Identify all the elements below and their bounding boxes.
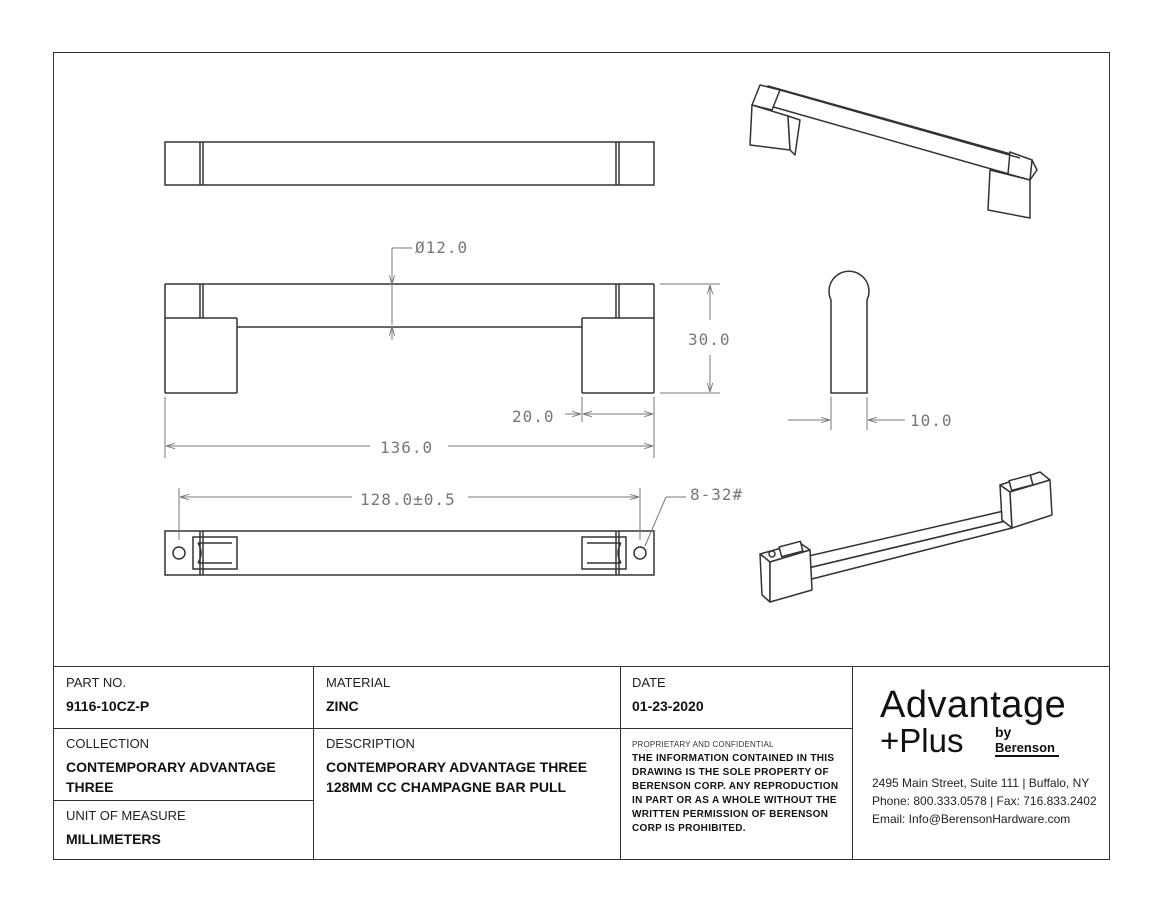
- diameter-label: Ø12.0: [415, 238, 468, 257]
- unit-value: MILLIMETERS: [66, 831, 161, 847]
- proprietary-line: THE INFORMATION CONTAINED IN THIS: [632, 753, 835, 764]
- proprietary-line: WRITTEN PERMISSION OF BERENSON: [632, 809, 829, 820]
- col-divider-2: [620, 666, 621, 860]
- material-label: MATERIAL: [326, 675, 391, 690]
- profile-dimensions: [788, 397, 905, 430]
- proprietary-line: DRAWING IS THE SOLE PROPERTY OF: [632, 767, 829, 778]
- drawing-frame: [53, 52, 1110, 860]
- row-divider-1: [53, 728, 852, 729]
- collection-label: COLLECTION: [66, 736, 150, 751]
- proprietary-line: IN PART OR AS A WHOLE WITHOUT THE: [632, 795, 837, 806]
- iso-view-top: [749, 84, 1038, 219]
- part-no-label: PART NO.: [66, 675, 126, 690]
- thread-label: 8-32#: [690, 485, 743, 504]
- company-phone: Phone: 800.333.0578 | Fax: 716.833.2402: [872, 794, 1097, 808]
- logo-brand: Berenson: [995, 740, 1059, 757]
- part-no-value: 9116-10CZ-P: [66, 698, 150, 714]
- bottom-dimensions: [178, 488, 686, 547]
- front-dimensions: [164, 247, 720, 458]
- date-value: 01-23-2020: [632, 698, 704, 714]
- top-view: [164, 141, 655, 186]
- titleblock-top-border: [53, 666, 1110, 667]
- collection-value-line1: CONTEMPORARY ADVANTAGE: [66, 759, 276, 775]
- description-value-line2: 128MM CC CHAMPAGNE BAR PULL: [326, 779, 567, 795]
- row-divider-2: [53, 800, 313, 801]
- col-divider-1: [313, 666, 314, 860]
- unit-label: UNIT OF MEASURE: [66, 808, 186, 823]
- overall-length-label: 136.0: [380, 438, 433, 457]
- iso-view-bottom: [759, 471, 1053, 603]
- date-label: DATE: [632, 675, 666, 690]
- col-divider-3: [852, 666, 853, 860]
- center-to-center-label: 128.0±0.5: [360, 490, 456, 509]
- description-value-line1: CONTEMPORARY ADVANTAGE THREE: [326, 759, 588, 775]
- proprietary-heading: PROPRIETARY AND CONFIDENTIAL: [632, 740, 774, 749]
- foot-width-label: 20.0: [512, 407, 555, 426]
- height-label: 30.0: [688, 330, 731, 349]
- proprietary-line: BERENSON CORP. ANY REPRODUCTION: [632, 781, 839, 792]
- bottom-view: [164, 530, 655, 576]
- profile-width-label: 10.0: [910, 411, 953, 430]
- collection-value-line2: THREE: [66, 779, 114, 795]
- company-email: Email: Info@BerensonHardware.com: [872, 812, 1071, 826]
- proprietary-text: THE INFORMATION CONTAINED IN THIS DRAWIN…: [632, 752, 838, 836]
- logo-line1: Advantage: [880, 684, 1067, 726]
- company-address: 2495 Main Street, Suite 111 | Buffalo, N…: [872, 776, 1090, 790]
- logo-line2: +Plus: [880, 722, 964, 759]
- proprietary-line: CORP IS PROHIBITED.: [632, 823, 746, 834]
- side-profile: [828, 270, 870, 394]
- front-view: [164, 283, 655, 394]
- material-value: ZINC: [326, 698, 359, 714]
- logo-by: by: [995, 724, 1012, 740]
- description-label: DESCRIPTION: [326, 736, 415, 751]
